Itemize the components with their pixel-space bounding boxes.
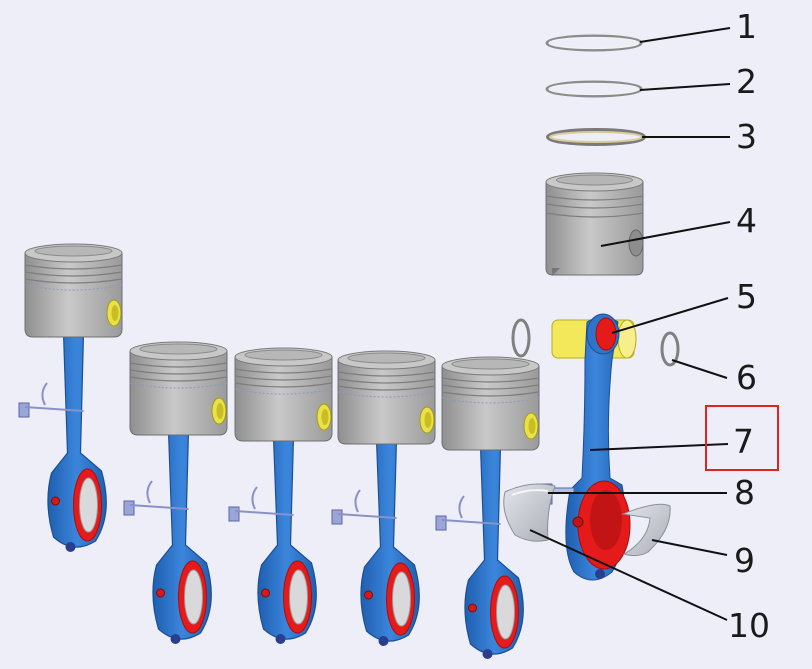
piston	[337, 350, 436, 445]
callout-7: 7	[733, 422, 754, 461]
piston-4	[545, 172, 644, 276]
leader-10	[529, 529, 728, 621]
circlip-right-6	[660, 331, 680, 367]
callout-6: 6	[736, 358, 757, 397]
exploded-parts	[503, 34, 680, 581]
piston-ring-2	[545, 80, 643, 98]
circlip-left	[511, 318, 531, 358]
rod-bolt	[228, 486, 294, 522]
rod-bolt	[18, 382, 84, 418]
callout-10: 10	[728, 606, 770, 645]
callout-4: 4	[736, 201, 757, 240]
connecting-rod	[360, 439, 420, 646]
rod-bolt	[123, 480, 189, 516]
bearing-shell-10	[503, 483, 556, 542]
leader-2	[639, 83, 731, 91]
leader-4	[600, 221, 731, 247]
leader-9	[651, 539, 728, 556]
piston-rod-assembly-3	[228, 347, 333, 644]
connecting-rod	[47, 332, 107, 552]
callout-9: 9	[734, 541, 755, 580]
rod-bolt	[331, 489, 397, 525]
connecting-rod-7	[565, 313, 631, 581]
highlight-box-callout-7	[705, 405, 779, 471]
piston	[234, 347, 333, 442]
connecting-rod	[257, 436, 317, 644]
leader-6	[671, 359, 728, 379]
leader-1	[639, 27, 731, 43]
rod-bolt	[435, 495, 501, 531]
assembled-piston-rods	[18, 243, 540, 659]
leader-lines	[529, 27, 731, 621]
piston-rod-assembly-1	[18, 243, 123, 552]
piston-ring-1	[545, 34, 643, 52]
piston-rod-assembly-2	[123, 341, 228, 644]
callout-8: 8	[734, 473, 755, 512]
callout-3: 3	[736, 117, 757, 156]
piston	[24, 243, 123, 338]
callout-2: 2	[736, 62, 757, 101]
piston-rod-assembly-4	[331, 350, 436, 646]
callout-5: 5	[736, 277, 757, 316]
leader-7	[589, 443, 729, 451]
piston	[129, 341, 228, 436]
piston-rod-assembly-5	[435, 356, 540, 659]
callout-1: 1	[736, 7, 757, 46]
piston-ring-3	[546, 128, 646, 146]
bearing-shell-9	[621, 503, 671, 557]
leader-5	[611, 297, 729, 334]
callout-labels: 1 2 3 4 5 6 7 8 9 10	[728, 7, 770, 645]
connecting-rod	[152, 430, 212, 644]
connecting-rod	[464, 445, 524, 659]
piston	[441, 356, 540, 451]
